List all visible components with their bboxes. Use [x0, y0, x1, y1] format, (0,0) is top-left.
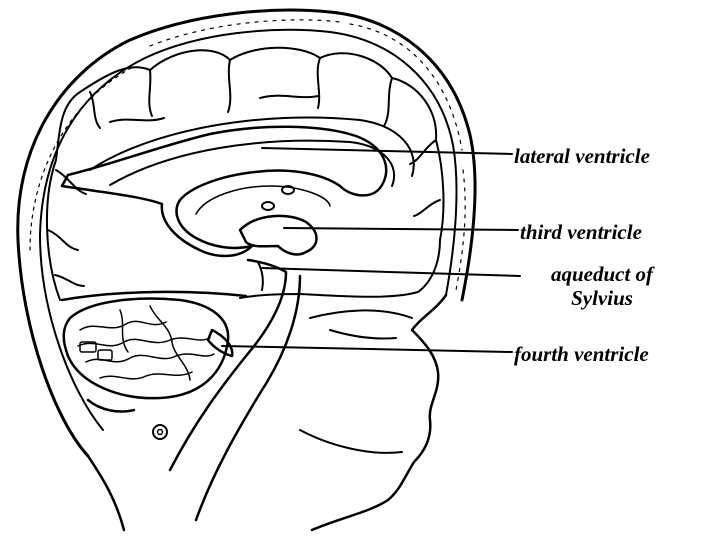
leader-fourth-ventricle [222, 346, 512, 352]
label-fourth-ventricle: fourth ventricle [514, 342, 649, 366]
cerebellum-folia [78, 306, 214, 380]
third-ventricle-shape [240, 216, 317, 255]
interthalamic-adhesion [262, 202, 274, 210]
aqueduct-shape [258, 262, 263, 290]
corpus-callosum [110, 141, 394, 186]
lateral-ventricle-shape [62, 127, 386, 256]
label-aqueduct-line2: Sylvius [527, 286, 677, 310]
palate-line [310, 310, 412, 318]
lateral-ventricle-inner [196, 186, 330, 214]
leader-third-ventricle [284, 228, 518, 230]
cingulate-gyrus [90, 117, 414, 176]
leader-aqueduct [262, 268, 520, 276]
label-lateral-ventricle: lateral ventricle [514, 144, 650, 168]
jaw-line [300, 430, 402, 453]
label-aqueduct-line1: aqueduct of [527, 262, 677, 286]
label-third-ventricle: third ventricle [520, 220, 642, 244]
leader-lateral-ventricle [262, 148, 512, 154]
occipital-lower [88, 400, 134, 412]
cerebellum-outline [64, 299, 228, 399]
neck-back [88, 456, 124, 530]
ear-marker [153, 425, 167, 439]
skull-outer [18, 10, 475, 456]
label-aqueduct-of-sylvius: aqueduct of Sylvius [527, 262, 677, 310]
ear-marker-inner [158, 430, 163, 435]
nasal-line [330, 330, 396, 339]
brainstem-front [196, 276, 300, 520]
